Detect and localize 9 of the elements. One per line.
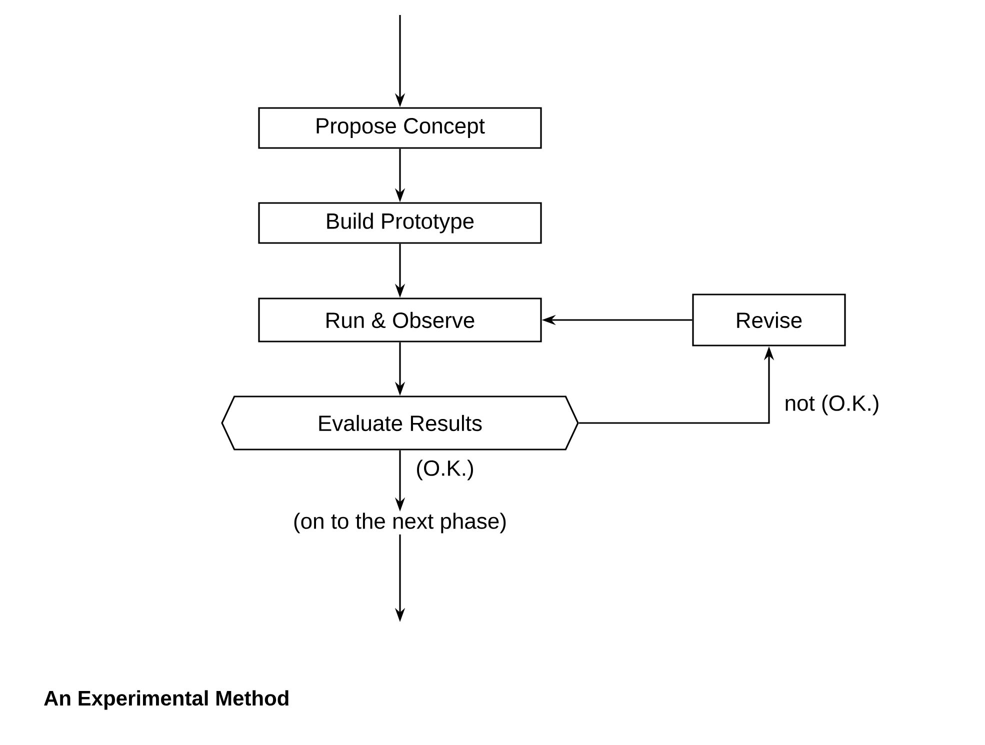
decision-hexagon: Evaluate Results (221, 396, 579, 450)
process-box: Run & Observe (258, 298, 542, 342)
node-text: (on to the next phase) (292, 512, 508, 534)
process-box: Propose Concept (258, 107, 542, 149)
process-box: Build Prototype (258, 202, 542, 244)
edge-label: (O.K.) (414, 458, 476, 482)
caption: An Experimental Method (44, 690, 288, 710)
edge-label: not (O.K.) (783, 394, 881, 416)
process-box: Revise (692, 294, 846, 346)
